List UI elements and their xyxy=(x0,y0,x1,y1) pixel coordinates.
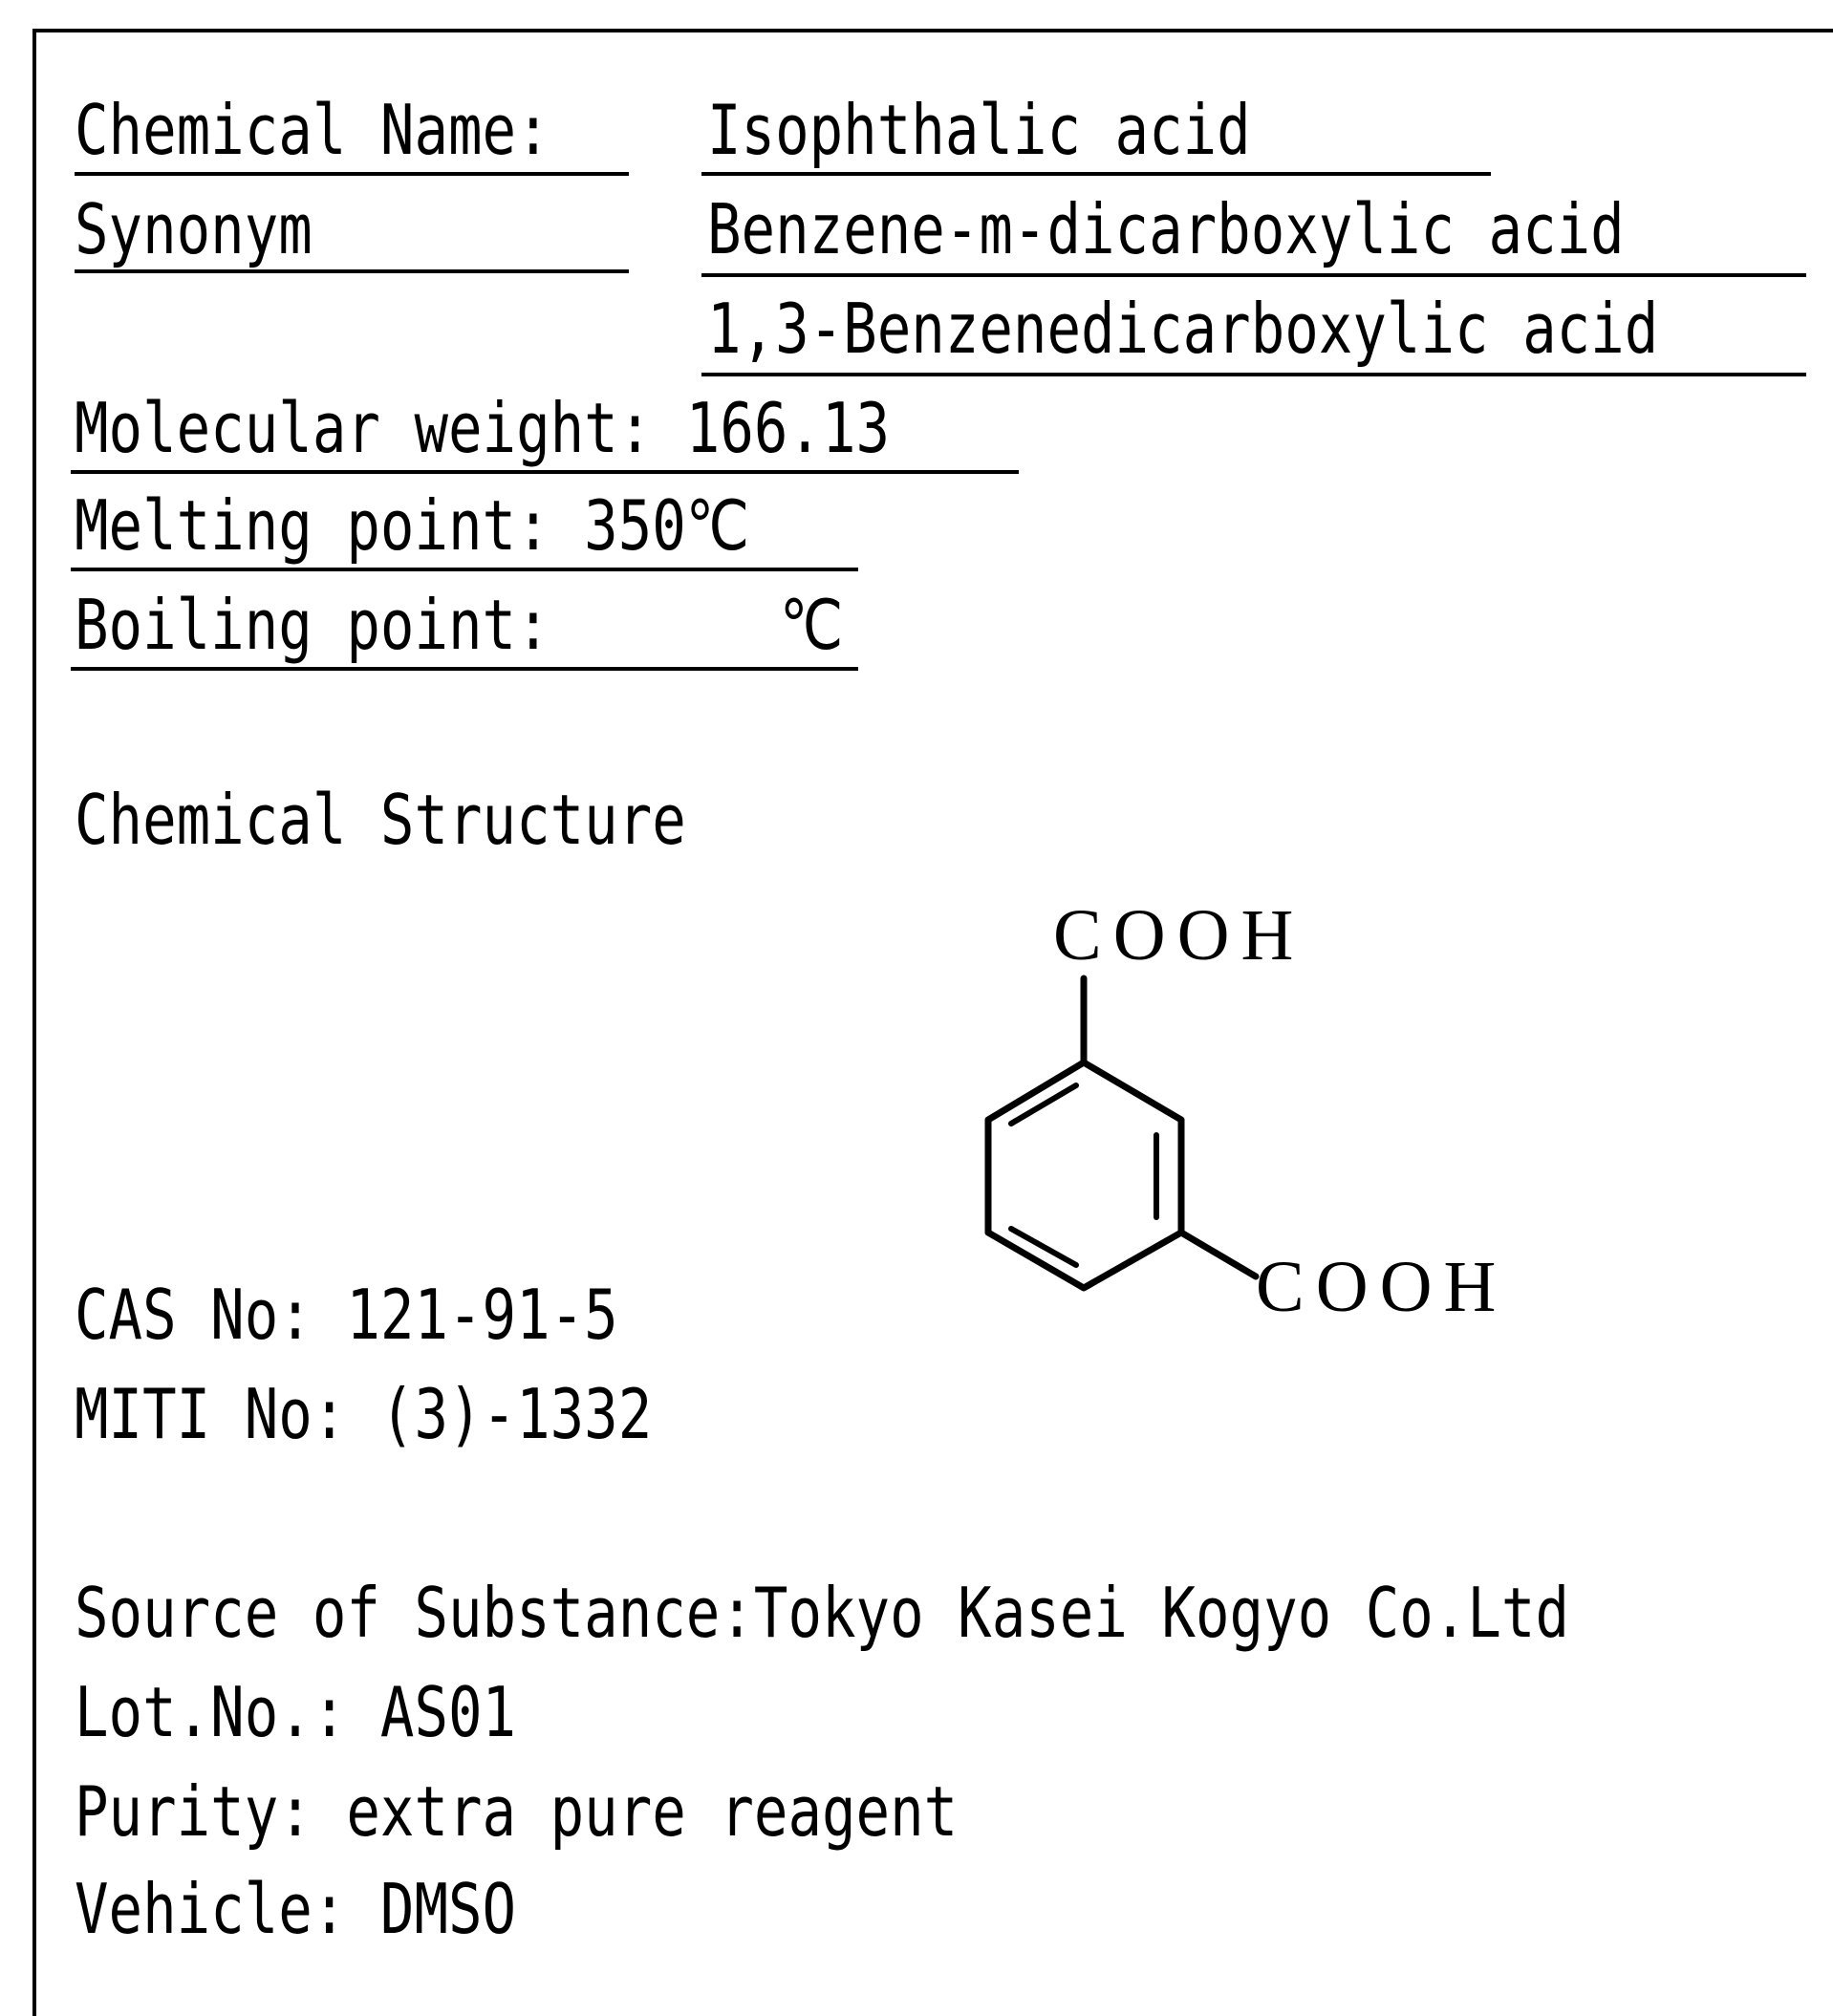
cooh-group-right: COOH xyxy=(1256,1247,1507,1327)
boiling-point-label: Boiling point: xyxy=(75,585,550,665)
substituent-bonds xyxy=(1080,975,1260,1280)
synonym-value-1: Benzene-m-dicarboxylic acid xyxy=(707,189,1625,269)
molecular-weight-underline xyxy=(71,470,1019,474)
chemical-name-label: Chemical Name: xyxy=(75,90,550,170)
melting-point: Melting point: 350℃ xyxy=(75,485,750,566)
molecular-weight: Molecular weight: 166.13 xyxy=(75,388,891,468)
source-of-substance: Source of Substance:Tokyo Kasei Kogyo Co… xyxy=(75,1573,1569,1653)
chemical-name-value-underline xyxy=(701,172,1491,176)
vehicle: Vehicle: DMSO xyxy=(75,1869,517,1949)
benzene-ring xyxy=(984,1059,1185,1292)
synonym-label: Synonym xyxy=(75,189,313,269)
synonym-value-2: 1,3-Benzenedicarboxylic acid xyxy=(707,289,1659,369)
chemical-name-value: Isophthalic acid xyxy=(707,90,1251,170)
ring-double-bonds xyxy=(1008,1083,1159,1268)
chemical-structure-heading: Chemical Structure xyxy=(75,780,686,860)
cooh-group-top: COOH xyxy=(1053,895,1305,976)
synonym-value-1-underline xyxy=(701,273,1806,277)
cas-number: CAS No: 121-91-5 xyxy=(75,1275,618,1355)
document-frame xyxy=(32,29,1833,2016)
lot-number: Lot.No.: AS01 xyxy=(75,1672,517,1752)
miti-number: MITI No: (3)-1332 xyxy=(75,1374,653,1454)
boiling-point-unit: ℃ xyxy=(780,585,844,665)
chemical-name-label-underline xyxy=(75,172,629,176)
boiling-point-underline xyxy=(71,667,858,671)
melting-point-underline xyxy=(71,568,858,571)
purity: Purity: extra pure reagent xyxy=(75,1771,959,1852)
synonym-label-underline xyxy=(75,269,629,273)
synonym-value-2-underline xyxy=(701,373,1806,376)
